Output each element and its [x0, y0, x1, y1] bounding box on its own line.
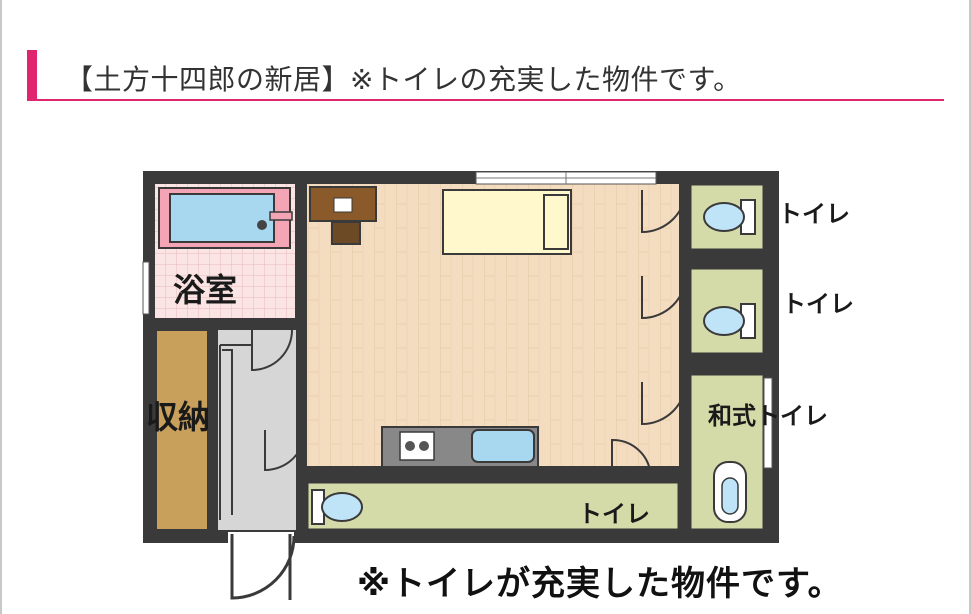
- storage-closet: [155, 329, 209, 531]
- entrance-door: [228, 532, 296, 602]
- toilet-bottom-icon: [311, 489, 363, 525]
- toilet-1-label: トイレ: [778, 200, 850, 228]
- bathroom-window: [142, 261, 150, 315]
- top-window: [475, 171, 657, 185]
- desk-paper: [333, 197, 353, 213]
- japanese-toilet-label: 和式トイレ: [708, 402, 828, 430]
- toilet-2-label: トイレ: [782, 290, 854, 318]
- heading: 【土方十四郎の新居】※トイレの充実した物件です。: [27, 50, 944, 102]
- page-right-border: [969, 0, 971, 614]
- toilet-1-icon: [703, 199, 756, 235]
- heading-underline: [27, 99, 944, 101]
- japanese-toilet-window: [763, 377, 773, 469]
- bathtub-water: [169, 193, 275, 243]
- bathroom-label: 浴室: [173, 271, 237, 309]
- page-left-border: [0, 0, 2, 614]
- toilet-bottom-label: トイレ: [578, 500, 650, 528]
- storage-label: 収納: [146, 398, 210, 436]
- stove-burner-1: [405, 441, 415, 451]
- page-title: 【土方十四郎の新居】※トイレの充実した物件です。: [65, 63, 742, 96]
- toilet-room-bottom: [305, 480, 681, 532]
- bath-faucet: [269, 211, 293, 221]
- heading-accent-bar: [27, 50, 37, 100]
- caption: ※トイレが充実した物件です。: [357, 564, 843, 604]
- hallway-floor: [218, 330, 296, 530]
- closet-sliding-doors: [219, 329, 306, 520]
- stove-burner-2: [419, 441, 429, 451]
- toilet-room-doors: [611, 187, 687, 471]
- japanese-toilet-icon: [713, 461, 747, 523]
- pillow: [543, 194, 569, 250]
- toilet-2-icon: [703, 303, 756, 339]
- bathtub-drain: [257, 220, 267, 230]
- kitchen-sink: [471, 429, 535, 463]
- chair: [331, 221, 361, 245]
